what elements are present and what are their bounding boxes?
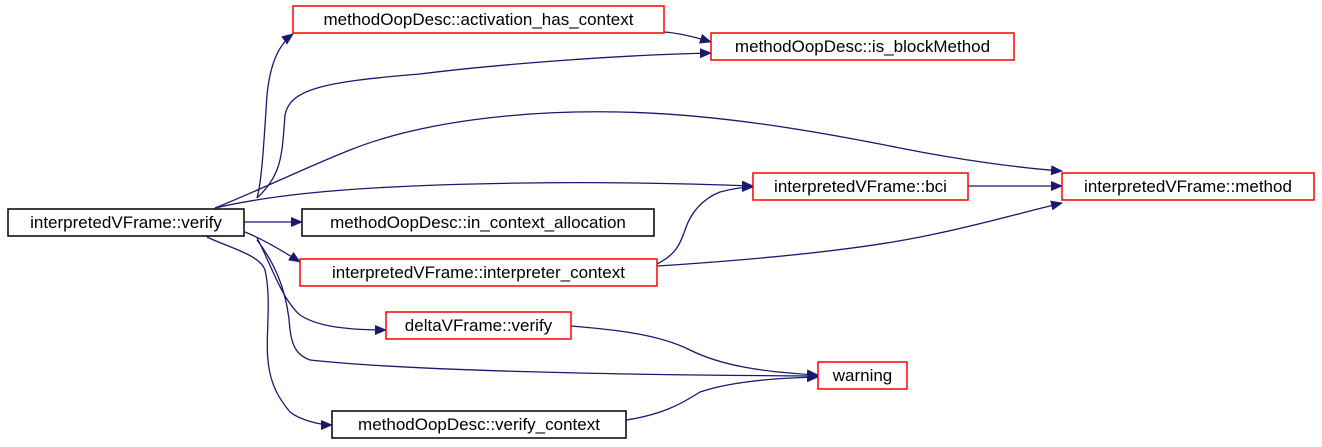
edge-activation-has-context-to-is-blockmethod [663,31,712,44]
edge-verify-to-delta-verify [256,237,387,335]
node-warning[interactable]: warning [817,361,908,390]
node-deltavframe-verify[interactable]: deltaVFrame::verify [385,311,572,340]
node-label: methodOopDesc::verify_context [358,415,600,434]
edge-interpreter-context-to-method [656,200,1063,267]
node-methodoopdesc-is-blockmethod[interactable]: methodOopDesc::is_blockMethod [710,32,1015,61]
node-interpretedvframe-interpreter-context[interactable]: interpretedVFrame::interpreter_context [299,258,658,287]
edge-verify-to-bci [214,180,754,209]
edge-verify-to-method [214,111,1063,209]
node-label: warning [832,366,893,385]
node-label: interpretedVFrame::verify [30,213,222,232]
node-methodoopdesc-activation-has-context[interactable]: methodOopDesc::activation_has_context [292,5,665,34]
edge-verify-context-to-warning [625,372,819,421]
node-methodoopdesc-in-context-allocation[interactable]: methodOopDesc::in_context_allocation [301,208,655,237]
node-interpretedvframe-method[interactable]: interpretedVFrame::method [1061,172,1315,201]
node-label: methodOopDesc::is_blockMethod [735,37,990,56]
node-label: interpretedVFrame::bci [774,177,947,196]
edge-verify-to-is-blockmethod [256,48,712,199]
node-interpretedvframe-bci[interactable]: interpretedVFrame::bci [752,172,969,201]
node-interpretedvframe-verify[interactable]: interpretedVFrame::verify [7,208,245,237]
edge-verify-to-verify-context [206,236,333,430]
edge-verify-to-interpreter-context [244,231,301,263]
edge-interpreter-context-to-bci [656,182,754,265]
node-label: interpretedVFrame::method [1084,177,1292,196]
edges-layer [206,31,1063,430]
edge-verify-to-activation-has-context [256,33,294,199]
nodes-layer: interpretedVFrame::verify methodOopDesc:… [7,5,1315,439]
node-label: methodOopDesc::in_context_allocation [330,213,626,232]
node-label: interpretedVFrame::interpreter_context [332,263,625,282]
node-methodoopdesc-verify-context[interactable]: methodOopDesc::verify_context [331,410,627,439]
edge-delta-verify-to-warning [570,325,819,380]
node-label: methodOopDesc::activation_has_context [324,10,634,29]
node-label: deltaVFrame::verify [405,316,553,335]
edge-verify-to-warning [256,239,819,381]
